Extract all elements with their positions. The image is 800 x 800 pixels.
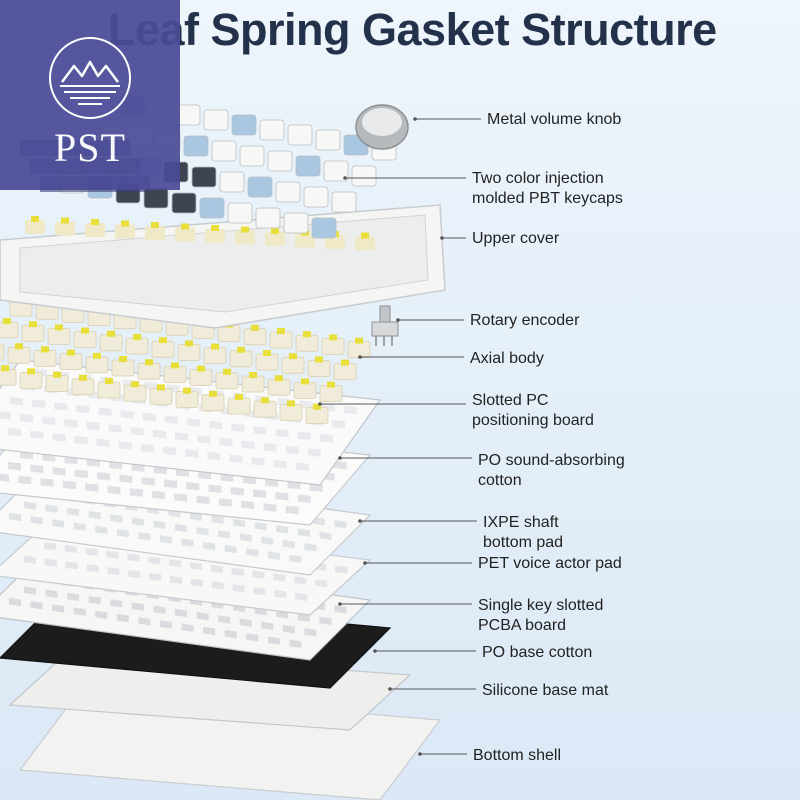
callout-label: Metal volume knob (487, 110, 621, 130)
callout-label-line: positioning board (472, 412, 594, 429)
callout-label: Upper cover (472, 229, 559, 249)
callout-label: Two color injection molded PBT keycaps (472, 169, 623, 209)
rotary-encoder (371, 305, 399, 346)
page-title: Leaf Spring Gasket Structure (108, 4, 717, 55)
callout-label-line: Axial body (470, 350, 544, 367)
callout-label-line: PO sound-absorbing (478, 452, 625, 469)
callout-label: Rotary encoder (470, 311, 579, 331)
logo-wordmark: PST (54, 125, 126, 170)
callout-label: PET voice actor pad (478, 554, 622, 574)
callout-label: Silicone base mat (482, 681, 608, 701)
callout-label-line: Metal volume knob (487, 111, 622, 128)
callout-label-line: Single key slotted (478, 597, 604, 614)
callout-label-line: PO base cotton (482, 644, 593, 661)
callout-label-line: Bottom shell (473, 747, 562, 764)
callout-label: PO sound-absorbing cotton (478, 451, 625, 491)
callout-label: Axial body (470, 349, 544, 369)
callout-label-line: Two color injection (472, 170, 604, 187)
callout-label-line: bottom pad (483, 534, 564, 551)
callout-label: Bottom shell (473, 746, 561, 766)
callout-label-line: Silicone base mat (482, 682, 609, 699)
callout-label-line: PET voice actor pad (478, 555, 622, 572)
callout-label-line: Slotted PC (472, 392, 549, 409)
callout-label-line: IXPE shaft (483, 514, 559, 531)
callout-label: PO base cotton (482, 643, 592, 663)
mountain-emblem-icon (49, 37, 131, 119)
callout-label: Slotted PC positioning board (472, 391, 594, 431)
callout-label-line: PCBA board (478, 617, 567, 634)
callout-label-line: Upper cover (472, 230, 560, 247)
metal-volume-knob (355, 104, 409, 150)
callout-label: IXPE shaft bottom pad (483, 513, 563, 553)
callout-label-line: molded PBT keycaps (472, 190, 623, 207)
callout-label-line: Rotary encoder (470, 312, 580, 329)
brand-logo: PST (0, 0, 180, 190)
callout-label-line: cotton (478, 472, 522, 489)
